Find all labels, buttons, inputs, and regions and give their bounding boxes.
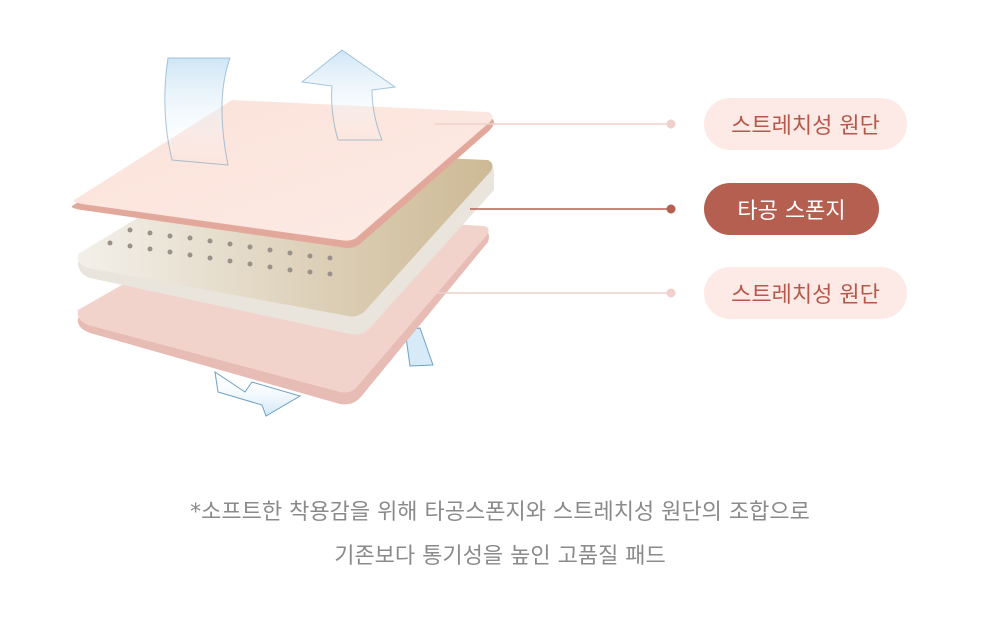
caption-line-2: 기존보다 통기성을 높인 고품질 패드	[334, 544, 666, 569]
label-top-stretch-fabric: 스트레치성 원단	[704, 98, 907, 150]
label-perforated-sponge: 타공 스폰지	[704, 183, 879, 235]
leader-line-middle	[470, 204, 676, 214]
caption-line-1: *소프트한 착용감을 위해 타공스폰지와 스트레치성 원단의 조합으로	[190, 500, 810, 525]
leader-line-bottom	[435, 288, 676, 298]
label-bottom-stretch-fabric: 스트레치성 원단	[704, 267, 907, 319]
leader-line-top	[435, 119, 676, 129]
pad-layers-illustration	[71, 49, 676, 417]
airflow-arrow-up-icon	[164, 49, 397, 166]
